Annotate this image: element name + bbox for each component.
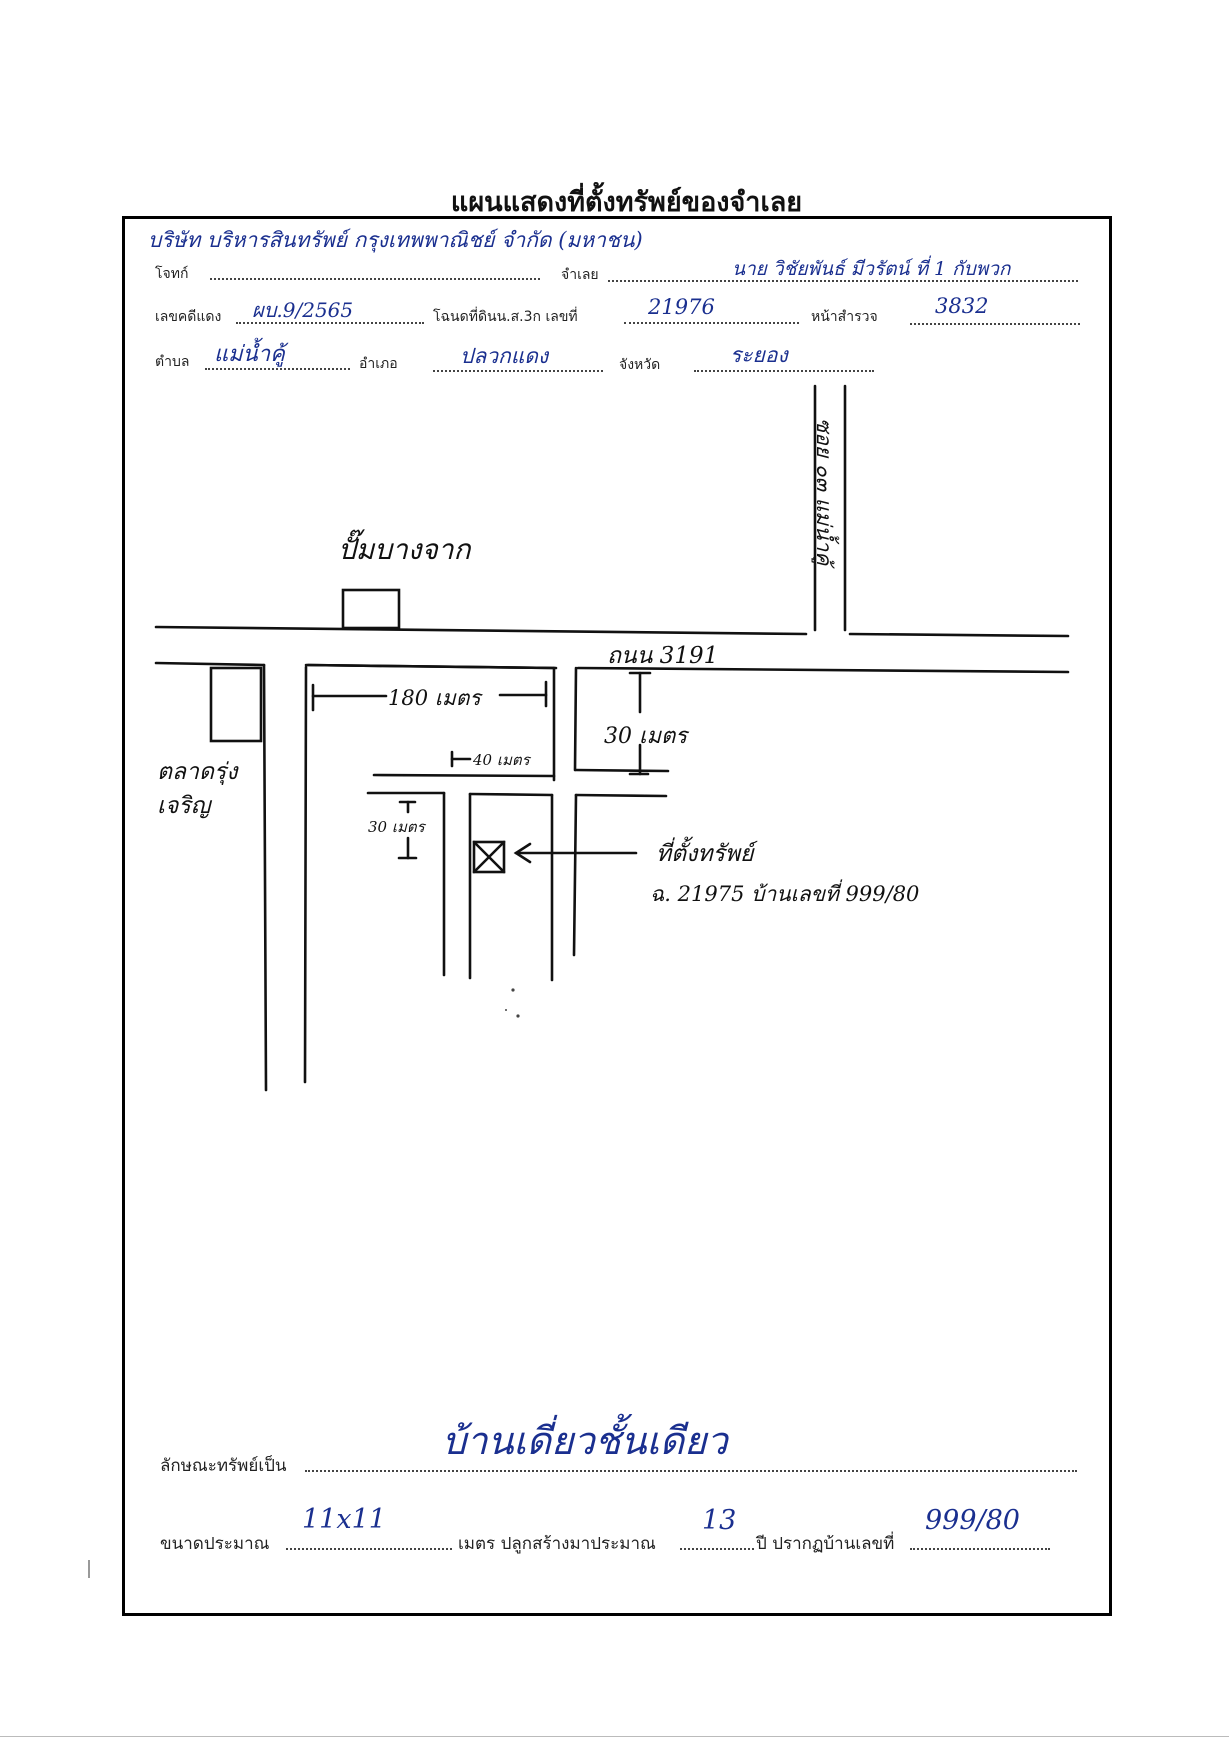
plaintiff-line	[210, 278, 540, 280]
case-no-line	[236, 322, 424, 324]
deed-label: โฉนดที่ดินน.ส.3ก เลขที่	[433, 309, 578, 325]
scan-edge	[0, 1736, 1229, 1737]
survey-page-label: หน้าสำรวจ	[811, 309, 878, 325]
dim-40-label: 40 เมตร	[473, 751, 530, 769]
subdistrict-value: แม่น้ำคู้	[214, 342, 285, 367]
district-line	[433, 370, 603, 372]
form-frame	[122, 216, 1112, 1616]
market-label: ตลาดรุ่งเจริญ	[157, 759, 238, 819]
years-value: 13	[702, 1505, 737, 1536]
dim-30a-label: 30 เมตร	[604, 724, 688, 749]
property-type-value: บ้านเดี่ยวชั้นเดียว	[442, 1419, 728, 1463]
dim-30b-label: 30 เมตร	[368, 818, 425, 836]
dim-180-label: 180 เมตร	[388, 686, 481, 710]
main-road-label: ถนน 3191	[607, 643, 719, 669]
subdistrict-label: ตำบล	[155, 354, 190, 370]
district-value: ปลวกแดง	[460, 344, 549, 368]
house-no-value: 999/80	[925, 1505, 1020, 1536]
case-no-value: ผบ.9/2565	[252, 298, 354, 322]
size-line	[286, 1548, 452, 1550]
soi-label: ซอย ๐๓ แม่น้ำคู้	[812, 418, 836, 566]
property-detail: ฉ. 21975 บ้านเลขที่ 999/80	[650, 882, 920, 906]
margin-mark	[88, 1560, 90, 1578]
year-unit-label: ปี ปรากฏบ้านเลขที่	[756, 1534, 895, 1554]
defendant-line	[608, 280, 1078, 282]
property-type-line	[305, 1470, 1077, 1472]
house-no-line	[910, 1548, 1050, 1550]
defendant-value: นาย วิชัยพันธ์ มีวรัตน์ ที่ 1 กับพวก	[732, 258, 1011, 280]
size-value: 11x11	[302, 1504, 386, 1535]
subdistrict-line	[205, 368, 350, 370]
survey-page-value: 3832	[935, 294, 989, 318]
gas-station-label: ปั๊มบางจาก	[338, 533, 471, 566]
plaintiff-value: บริษัท บริหารสินทรัพย์ กรุงเทพพาณิชย์ จำ…	[148, 228, 643, 252]
province-label: จังหวัด	[619, 357, 661, 373]
page-title: แผนแสดงที่ตั้งทรัพย์ของจำเลย	[450, 187, 803, 218]
property-label: ที่ตั้งทรัพย์	[656, 841, 754, 867]
province-line	[694, 370, 874, 372]
property-type-label: ลักษณะทรัพย์เป็น	[160, 1456, 287, 1476]
district-label: อำเภอ	[359, 356, 398, 372]
size-unit-label: เมตร ปลูกสร้างมาประมาณ	[458, 1534, 656, 1554]
survey-page-line	[910, 323, 1080, 325]
case-no-label: เลขคดีแดง	[155, 309, 222, 325]
province-value: ระยอง	[730, 343, 788, 367]
years-line	[680, 1548, 754, 1550]
plaintiff-label: โจทก์	[155, 266, 189, 282]
defendant-label: จำเลย	[561, 267, 599, 283]
deed-line	[624, 322, 799, 324]
size-label: ขนาดประมาณ	[160, 1534, 270, 1554]
deed-value: 21976	[648, 295, 715, 319]
